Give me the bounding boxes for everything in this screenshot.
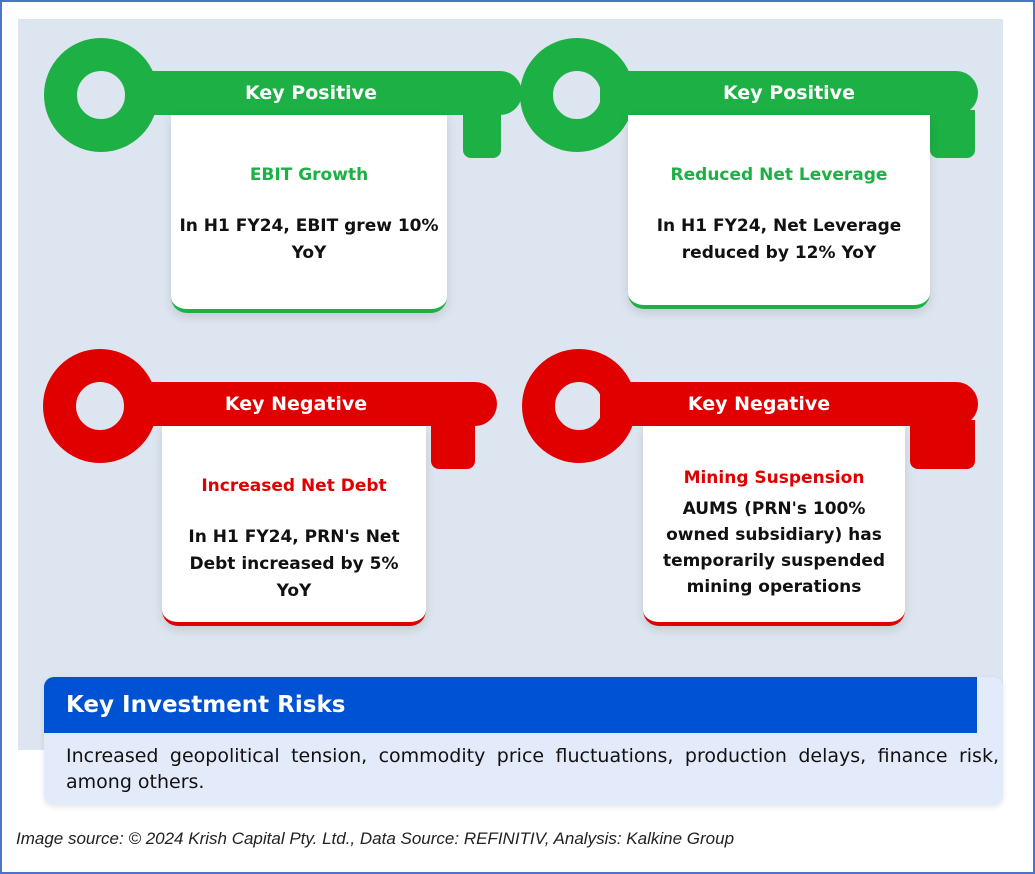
card: EBIT Growth In H1 FY24, EBIT grew 10% Yo… xyxy=(171,115,447,313)
key-header-label: Key Positive xyxy=(723,82,855,104)
key-ring-icon xyxy=(44,38,158,152)
card: Mining Suspension AUMS (PRN's 100% owned… xyxy=(643,426,905,626)
key-header: Key Positive xyxy=(600,71,978,115)
card-title: Mining Suspension xyxy=(683,468,865,488)
card-description: In H1 FY24, Net Leverage reduced by 12% … xyxy=(656,216,902,263)
key-header: Key Negative xyxy=(600,382,978,426)
risks-title: Key Investment Risks xyxy=(44,677,977,733)
risks-text: Increased geopolitical tension, commodit… xyxy=(66,745,999,793)
key-tooth xyxy=(930,110,975,158)
card: Increased Net Debt In H1 FY24, PRN's Net… xyxy=(162,426,426,626)
key-tooth xyxy=(463,110,501,158)
key-tooth xyxy=(431,420,475,469)
card-title: Reduced Net Leverage xyxy=(670,165,888,185)
key-header-label: Key Negative xyxy=(224,393,368,415)
image-source-caption: Image source: © 2024 Krish Capital Pty. … xyxy=(16,829,735,848)
card-description: In H1 FY24, EBIT grew 10% YoY xyxy=(179,216,439,263)
card-description: In H1 FY24, PRN's Net Debt increased by … xyxy=(188,527,400,601)
card-title: Increased Net Debt xyxy=(201,476,387,496)
key-header-label: Key Positive xyxy=(245,82,377,104)
key-tooth xyxy=(910,420,975,469)
key-ring-icon xyxy=(520,38,634,152)
key-header-label: Key Negative xyxy=(687,393,831,415)
card: Reduced Net Leverage In H1 FY24, Net Lev… xyxy=(628,115,930,309)
key-header: Key Positive xyxy=(130,71,522,115)
key-investment-risks: Key Investment Risks Increased geopoliti… xyxy=(44,677,1003,805)
key-ring-icon xyxy=(43,349,157,463)
card-title: EBIT Growth xyxy=(249,165,369,185)
card-description: AUMS (PRN's 100% owned subsidiary) has t… xyxy=(662,499,886,597)
key-ring-icon xyxy=(522,349,636,463)
key-header: Key Negative xyxy=(125,382,497,426)
